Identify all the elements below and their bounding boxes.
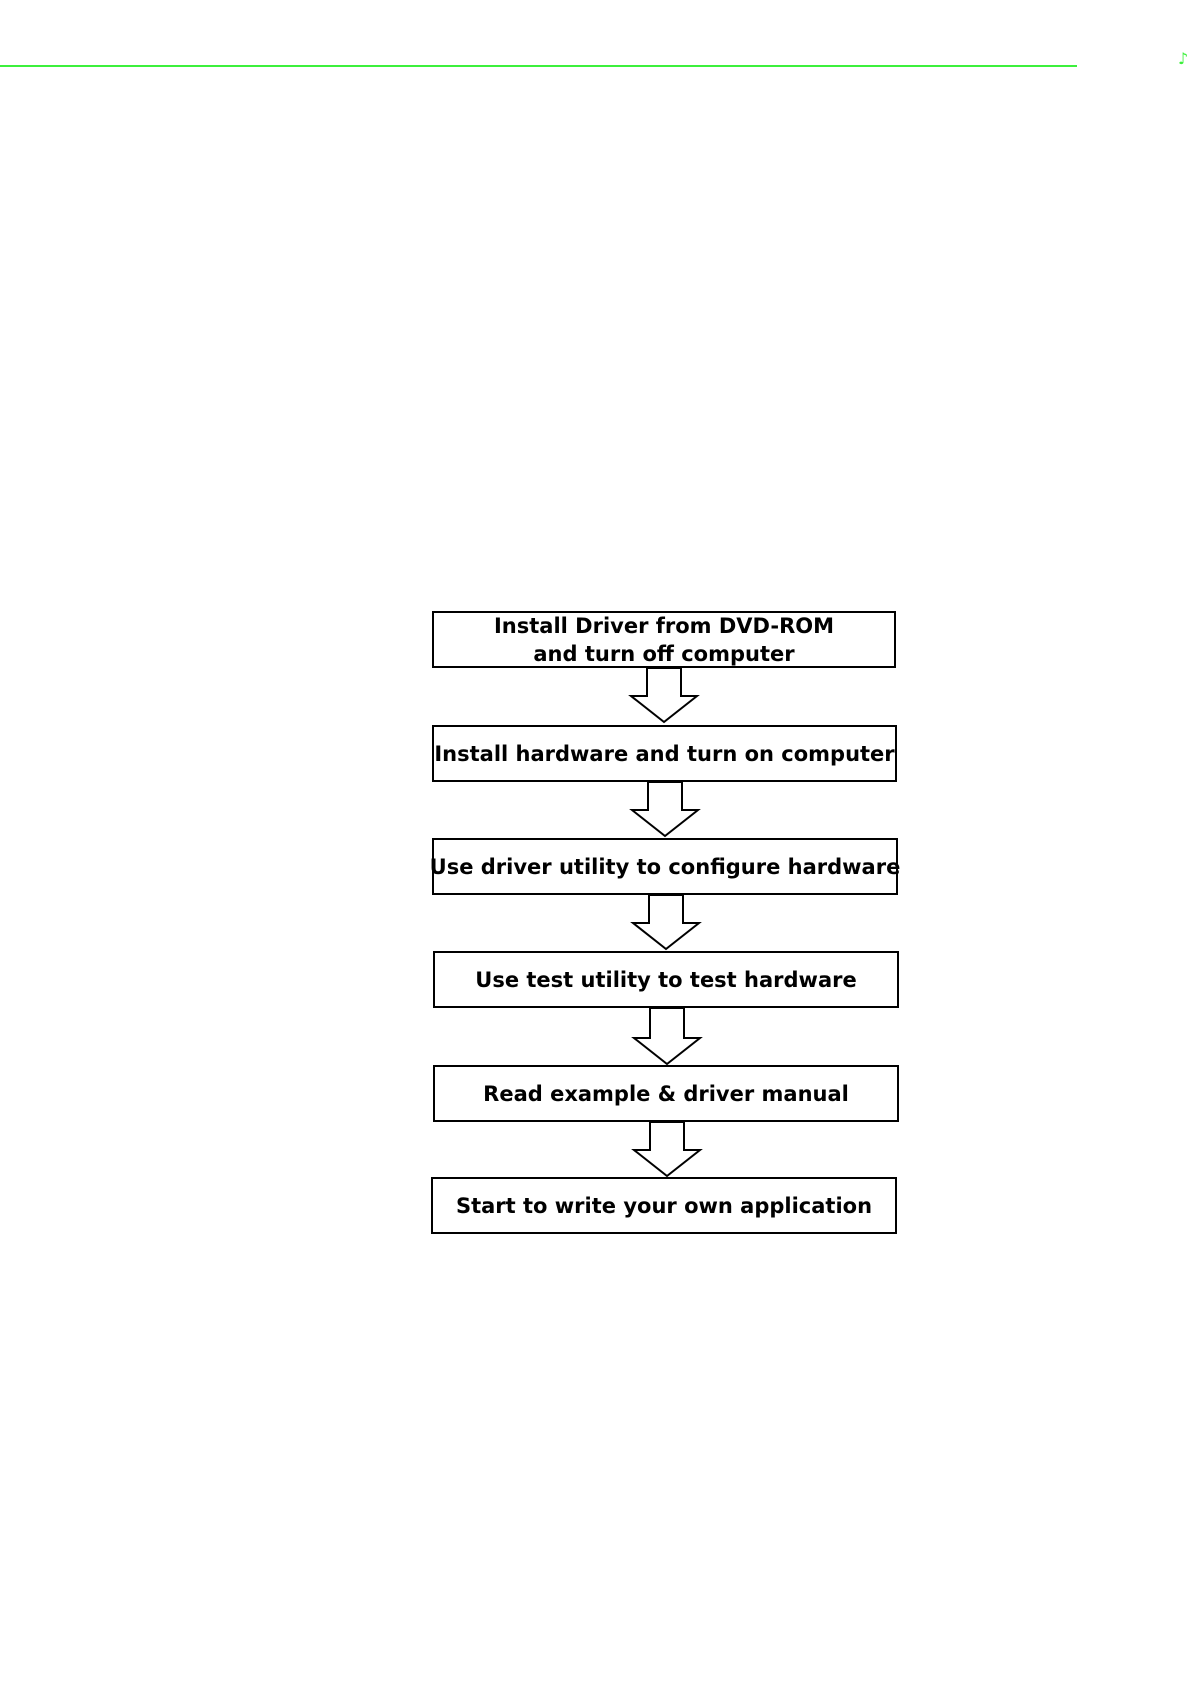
down-arrow-icon (629, 668, 699, 724)
step-2-line-1: Install hardware and turn on computer (434, 740, 894, 768)
step-3-box: Use driver utility to configure hardware (432, 838, 898, 895)
step-1-line-1: Install Driver from DVD-ROM (494, 612, 834, 640)
step-4-box: Use test utility to test hardware (433, 951, 899, 1008)
step-5-box: Read example & driver manual (433, 1065, 899, 1122)
step-2-box: Install hardware and turn on computer (432, 725, 897, 782)
step-6-line-1: Start to write your own application (456, 1192, 872, 1220)
step-1-box: Install Driver from DVD-ROM and turn off… (432, 611, 896, 668)
header-rule (0, 65, 1077, 67)
step-3-line-1: Use driver utility to configure hardware (430, 853, 901, 881)
corner-mark-icon: ♪ (1178, 50, 1190, 68)
step-5-line-1: Read example & driver manual (483, 1080, 849, 1108)
down-arrow-icon (632, 1122, 702, 1178)
step-6-box: Start to write your own application (431, 1177, 897, 1234)
step-4-line-1: Use test utility to test hardware (475, 966, 856, 994)
down-arrow-icon (631, 895, 701, 951)
step-1-line-2: and turn off computer (533, 640, 794, 668)
down-arrow-icon (632, 1008, 702, 1066)
down-arrow-icon (630, 782, 700, 838)
